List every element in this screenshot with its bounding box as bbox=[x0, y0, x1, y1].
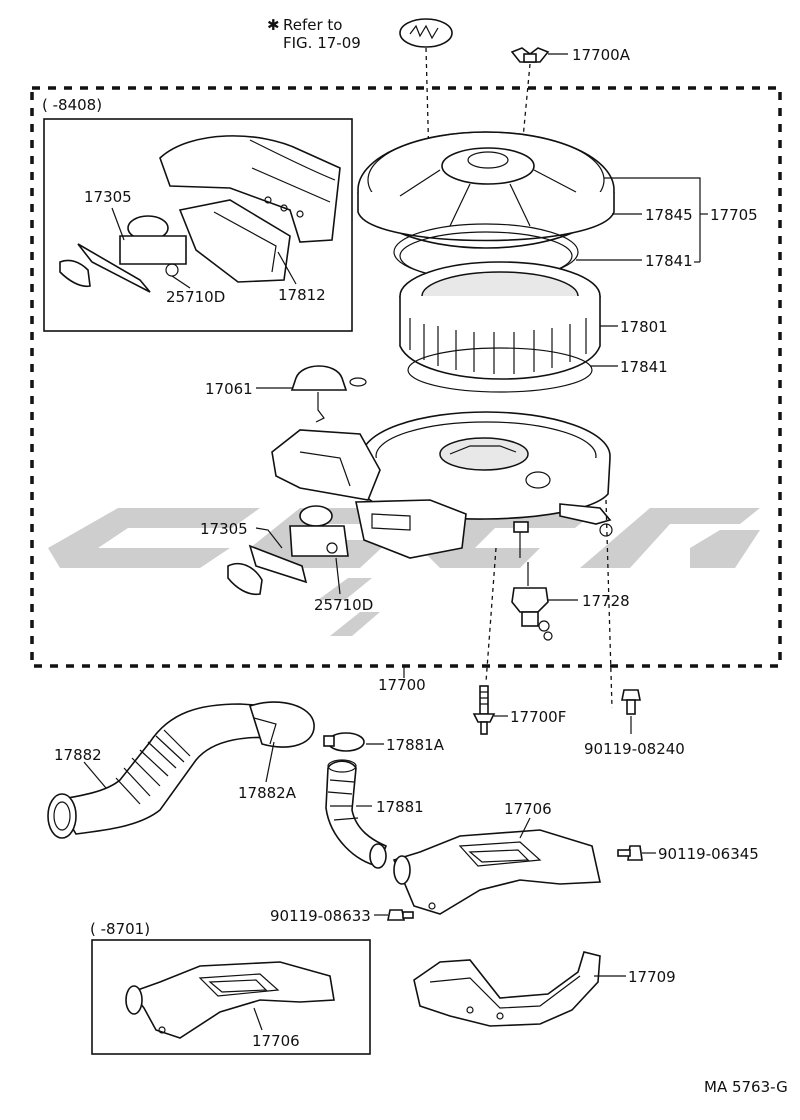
label-25710D-inset: 25710D bbox=[166, 288, 225, 306]
label-17700A: 17700A bbox=[572, 46, 631, 64]
label-17709: 17709 bbox=[628, 968, 676, 986]
hose-clamp-17881A bbox=[323, 732, 365, 752]
air-cleaner-cover-17845 bbox=[357, 131, 615, 249]
inset-air-cleaner-housing bbox=[159, 135, 341, 243]
stud-leader-dash bbox=[485, 547, 497, 683]
heat-shield-17709 bbox=[413, 951, 601, 1027]
label-90119-08240: 90119-08240 bbox=[584, 740, 685, 758]
label-17882A: 17882A bbox=[238, 784, 297, 802]
lower-range-label: ( -8701) bbox=[90, 920, 150, 938]
label-17841-upper: 17841 bbox=[645, 252, 693, 270]
idle-compensator-17728 bbox=[511, 521, 553, 641]
label-90119-08633: 90119-08633 bbox=[270, 907, 371, 925]
label-25710D-main: 25710D bbox=[314, 596, 373, 614]
inset-box-early-model bbox=[43, 118, 353, 332]
wing-nut bbox=[510, 47, 550, 63]
label-17305-inset: 17305 bbox=[84, 188, 132, 206]
air-cleaner-case bbox=[271, 411, 613, 559]
label-17728: 17728 bbox=[582, 592, 630, 610]
inset-vacuum-motor-25710D bbox=[119, 215, 187, 277]
reference-note: ✱ Refer to FIG. 17-09 bbox=[267, 16, 361, 52]
vacuum-motor-25710D-main bbox=[289, 505, 349, 557]
inset-gasket-17305 bbox=[59, 243, 151, 293]
label-17881A: 17881A bbox=[386, 736, 445, 754]
label-17881: 17881 bbox=[376, 798, 424, 816]
inset-box-late-model bbox=[91, 939, 371, 1055]
label-17801: 17801 bbox=[620, 318, 668, 336]
figure-code: MA 5763-G bbox=[704, 1078, 788, 1096]
label-17305-main: 17305 bbox=[200, 520, 248, 538]
stud-17700F bbox=[472, 685, 496, 735]
inset-intake-duct-17812 bbox=[178, 199, 291, 283]
label-17882: 17882 bbox=[54, 746, 102, 764]
label-17700F: 17700F bbox=[510, 708, 566, 726]
air-cleaner-cap-emblem bbox=[399, 18, 453, 48]
label-17812: 17812 bbox=[278, 286, 326, 304]
hose-17881 bbox=[325, 759, 388, 869]
bolt-90119-08240 bbox=[621, 689, 641, 715]
note-line-2: FIG. 17-09 bbox=[283, 34, 361, 52]
label-90119-06345: 90119-06345 bbox=[658, 845, 759, 863]
assembly-label-17700: 17700 bbox=[378, 676, 426, 694]
note-asterisk: ✱ bbox=[267, 16, 280, 34]
label-17841-lower: 17841 bbox=[620, 358, 668, 376]
gasket-17305-main bbox=[227, 544, 308, 596]
gasket-17841-lower bbox=[407, 347, 593, 393]
note-line-1: Refer to bbox=[283, 16, 342, 34]
intake-hose-17882 bbox=[47, 701, 315, 839]
assembly-frame-17700 bbox=[30, 86, 782, 668]
bolt-90119-08633 bbox=[387, 909, 414, 921]
label-17061: 17061 bbox=[205, 380, 253, 398]
label-17706-inset: 17706 bbox=[252, 1032, 300, 1050]
label-17705: 17705 bbox=[710, 206, 758, 224]
intake-duct-17706 bbox=[392, 829, 601, 915]
filter-element-17801 bbox=[399, 261, 601, 380]
bolt-90119-06345 bbox=[617, 845, 643, 861]
thermo-sensor-17061 bbox=[290, 365, 367, 423]
main-range-label: ( -8408) bbox=[42, 96, 102, 114]
inset-intake-duct-17706 bbox=[125, 961, 335, 1039]
label-17706-main: 17706 bbox=[504, 800, 552, 818]
label-17845: 17845 bbox=[645, 206, 693, 224]
cap-leader-dash bbox=[425, 47, 431, 201]
bracket-bolt-leader-dash bbox=[605, 499, 613, 709]
